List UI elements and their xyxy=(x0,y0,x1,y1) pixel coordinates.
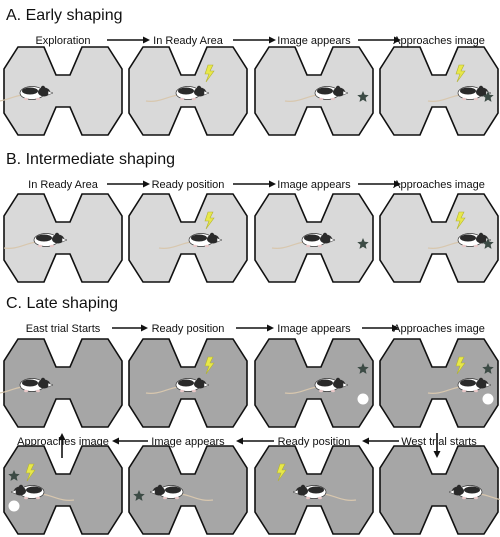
arena-outline xyxy=(128,445,248,535)
arena-panel xyxy=(379,445,500,535)
step-label: Approaches image xyxy=(393,179,485,191)
rat-icon xyxy=(0,377,54,394)
step-label: Ready position xyxy=(152,179,225,191)
step-label: West trial starts xyxy=(401,436,477,448)
rat-icon xyxy=(10,484,75,501)
rat-icon xyxy=(284,85,349,102)
arrow-right-icon xyxy=(358,36,401,44)
arena-panel xyxy=(0,46,123,136)
star-image-icon xyxy=(357,91,369,102)
star-image-icon xyxy=(482,363,494,374)
arrow-down-icon xyxy=(433,433,441,458)
step-label: In Ready Area xyxy=(153,35,224,47)
step-label: Image appears xyxy=(277,323,351,335)
arena-panel xyxy=(3,445,123,535)
rat-icon xyxy=(149,484,214,501)
step-label: Image appears xyxy=(277,179,351,191)
section-title: C. Late shaping xyxy=(6,295,118,312)
arrow-left-icon xyxy=(112,437,148,445)
arrow-right-icon xyxy=(107,36,150,44)
arrow-right-icon xyxy=(362,324,399,332)
star-image-icon xyxy=(357,363,369,374)
target-dot-icon xyxy=(357,393,369,405)
arrow-left-icon xyxy=(236,437,274,445)
rat-icon xyxy=(427,232,492,249)
arrow-right-icon xyxy=(233,36,276,44)
star-image-icon xyxy=(482,238,494,249)
step-label: Ready position xyxy=(278,436,351,448)
rat-icon xyxy=(271,232,336,249)
step-label: Approaches image xyxy=(17,436,109,448)
step-label: Exploration xyxy=(35,35,90,47)
arena-panel xyxy=(254,193,374,283)
arrow-up-icon xyxy=(58,433,66,458)
target-dot-icon xyxy=(8,500,20,512)
arena-panel xyxy=(3,193,123,283)
arena-panel xyxy=(0,338,123,428)
arena-outline xyxy=(3,46,123,136)
arrow-right-icon xyxy=(233,180,276,188)
arrow-right-icon xyxy=(112,324,148,332)
arena-outline xyxy=(379,193,499,283)
lightning-reward-icon xyxy=(455,64,466,83)
lightning-reward-icon xyxy=(204,211,215,230)
rat-icon xyxy=(292,484,357,501)
rat-icon xyxy=(427,85,492,102)
arena-outline xyxy=(379,445,499,535)
section-title: B. Intermediate shaping xyxy=(6,151,175,168)
arena-outline xyxy=(254,46,374,136)
lightning-reward-icon xyxy=(455,211,466,230)
arrow-left-icon xyxy=(362,437,399,445)
rat-icon xyxy=(448,484,500,501)
star-image-icon xyxy=(482,91,494,102)
step-label: In Ready Area xyxy=(28,179,99,191)
lightning-reward-icon xyxy=(276,463,287,482)
arrow-right-icon xyxy=(236,324,274,332)
target-dot-icon xyxy=(482,393,494,405)
lightning-reward-icon xyxy=(204,64,215,83)
rat-icon xyxy=(158,232,223,249)
section-title: A. Early shaping xyxy=(6,7,123,24)
rat-icon xyxy=(3,232,68,249)
lightning-reward-icon xyxy=(204,356,215,375)
step-label: Image appears xyxy=(277,35,351,47)
arena-panel xyxy=(128,46,248,136)
arena-panel xyxy=(254,46,374,136)
lightning-reward-icon xyxy=(25,463,36,482)
arena-panel xyxy=(379,193,499,283)
star-image-icon xyxy=(133,490,145,501)
arena-outline xyxy=(3,338,123,428)
lightning-reward-icon xyxy=(455,356,466,375)
arena-panel xyxy=(128,193,248,283)
rat-icon xyxy=(145,377,210,394)
arena-outline xyxy=(254,338,374,428)
arrow-right-icon xyxy=(107,180,150,188)
star-image-icon xyxy=(357,238,369,249)
arena-panel xyxy=(254,445,374,535)
step-label: Approaches image xyxy=(393,323,485,335)
arena-outline xyxy=(128,193,248,283)
rat-icon xyxy=(145,85,210,102)
step-label: Approaches image xyxy=(393,35,485,47)
step-label: East trial Starts xyxy=(26,323,101,335)
arena-outline xyxy=(3,445,123,535)
arena-panel xyxy=(254,338,374,428)
rat-icon xyxy=(0,85,54,102)
arrow-right-icon xyxy=(358,180,401,188)
step-label: Ready position xyxy=(152,323,225,335)
rat-icon xyxy=(284,377,349,394)
rat-icon xyxy=(427,377,492,394)
step-label: Image appears xyxy=(151,436,225,448)
arena-panel xyxy=(128,445,248,535)
arena-outline xyxy=(379,46,499,136)
arena-panel xyxy=(128,338,248,428)
arena-outline xyxy=(379,338,499,428)
arena-panel xyxy=(379,338,499,428)
arena-panel xyxy=(379,46,499,136)
star-image-icon xyxy=(8,470,20,481)
